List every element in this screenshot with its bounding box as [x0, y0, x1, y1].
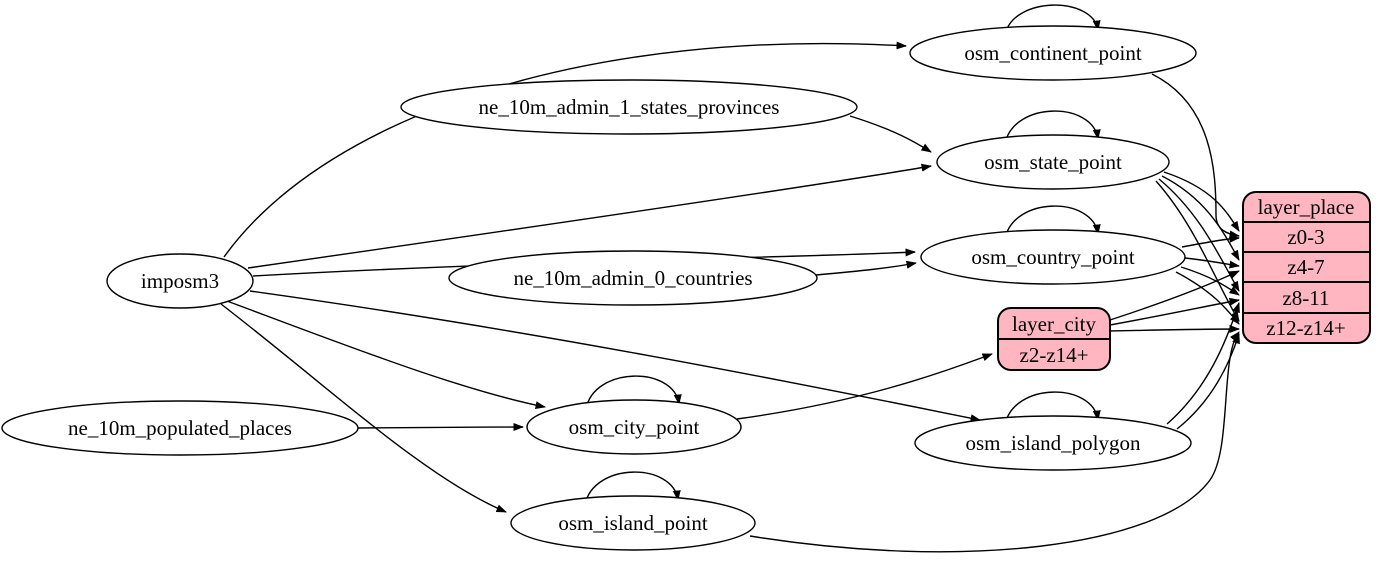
node-imposm3-label: imposm3 [141, 269, 219, 293]
edge-ne-10m-admin-0-countries-to-osm-country-point [815, 260, 917, 276]
edge-osm-state-point-to-layer-place-z4-7 [1161, 175, 1240, 261]
edge-osm-continent-point-to-layer-place-z0-3 [1151, 73, 1240, 239]
node-osm-island-point-label: osm_island_point [558, 511, 708, 535]
node-ne-10m-populated-places-label: ne_10m_populated_places [68, 416, 292, 440]
self-loop-osm-island-polygon [1004, 391, 1101, 426]
node-osm-state-point: osm_state_point [936, 134, 1170, 190]
edge-osm-island-polygon-to-layer-place-z8-11 [1166, 302, 1240, 425]
edge-osm-island-polygon-to-layer-place-z12-z14 [1176, 333, 1240, 430]
edge-osm-state-point-to-layer-place-z12-z14 [1155, 180, 1240, 322]
node-ne-10m-admin-1-states-provinces: ne_10m_admin_1_states_provinces [400, 79, 858, 135]
node-ne-10m-admin-0-countries: ne_10m_admin_0_countries [448, 250, 818, 306]
record-layer-place-row-z8-11: z8-11 [1282, 286, 1329, 310]
record-layer-place-row-z12-z14: z12-z14+ [1266, 316, 1345, 340]
node-osm-state-point-label: osm_state_point [984, 150, 1122, 174]
edge-osm-country-point-to-layer-place-z8-11 [1180, 266, 1240, 296]
edge-osm-country-point-to-layer-place-z12-z14 [1175, 271, 1240, 325]
edge-ne-10m-populated-places-to-osm-city-point [357, 423, 524, 432]
record-layer-city: layer_city z2-z14+ [997, 307, 1111, 371]
self-loop-osm-city-point [585, 375, 682, 410]
node-osm-city-point-label: osm_city_point [569, 415, 700, 439]
edge-osm-city-point-to-layer-city [736, 353, 993, 420]
edge-layer-city-to-layer-place-z12-z14 [1109, 325, 1240, 334]
node-ne-10m-populated-places: ne_10m_populated_places [1, 400, 359, 456]
edge-imposm3-to-osm-island-polygon [249, 290, 981, 423]
record-layer-place: layer_place z0-3 z4-7 z8-11 z12-z14+ [1242, 191, 1371, 344]
record-layer-city-title: layer_city [1012, 312, 1096, 336]
self-loop-osm-island-point [584, 471, 681, 506]
self-loop-osm-country-point [1004, 205, 1101, 240]
record-layer-place-row-z0-3: z0-3 [1287, 225, 1324, 249]
record-layer-city-row-z2-z14: z2-z14+ [1020, 343, 1089, 367]
edge-osm-state-point-to-layer-place-z0-3 [1163, 171, 1240, 232]
edge-imposm3-to-osm-continent-point [223, 41, 907, 258]
node-imposm3: imposm3 [106, 253, 254, 309]
self-loop-osm-state-point [1004, 110, 1101, 145]
edge-osm-country-point-to-layer-place-z0-3 [1181, 234, 1240, 248]
edge-layer-city-to-layer-place-z8-11 [1109, 297, 1240, 326]
node-osm-country-point-label: osm_country_point [971, 245, 1134, 269]
record-layer-place-title: layer_place [1258, 195, 1355, 219]
node-osm-city-point: osm_city_point [526, 399, 742, 455]
edge-imposm3-to-osm-state-point [247, 163, 932, 269]
edge-imposm3-to-osm-city-point [226, 300, 546, 410]
node-osm-island-point: osm_island_point [510, 495, 756, 551]
edge-layer-city-to-layer-place-z4-7 [1109, 270, 1240, 321]
node-ne-10m-admin-0-countries-label: ne_10m_admin_0_countries [513, 266, 752, 290]
edge-ne-10m-admin-1-states-provinces-to-osm-state-point [849, 115, 932, 153]
node-ne-10m-admin-1-states-provinces-label: ne_10m_admin_1_states_provinces [479, 95, 780, 119]
node-osm-continent-point: osm_continent_point [909, 25, 1197, 81]
edge-osm-state-point-to-layer-place-z8-11 [1158, 178, 1240, 292]
edge-imposm3-to-osm-island-point [220, 303, 507, 513]
node-osm-island-polygon: osm_island_polygon [914, 415, 1192, 471]
edge-osm-country-point-to-layer-place-z4-7 [1184, 257, 1240, 269]
node-osm-continent-point-label: osm_continent_point [964, 41, 1141, 65]
node-osm-country-point: osm_country_point [920, 229, 1186, 285]
self-loop-osm-continent-point [1004, 4, 1101, 36]
record-layer-place-row-z4-7: z4-7 [1287, 255, 1324, 279]
edge-osm-island-point-to-layer-place-z12-z14 [749, 331, 1240, 553]
node-osm-island-polygon-label: osm_island_polygon [965, 431, 1141, 455]
